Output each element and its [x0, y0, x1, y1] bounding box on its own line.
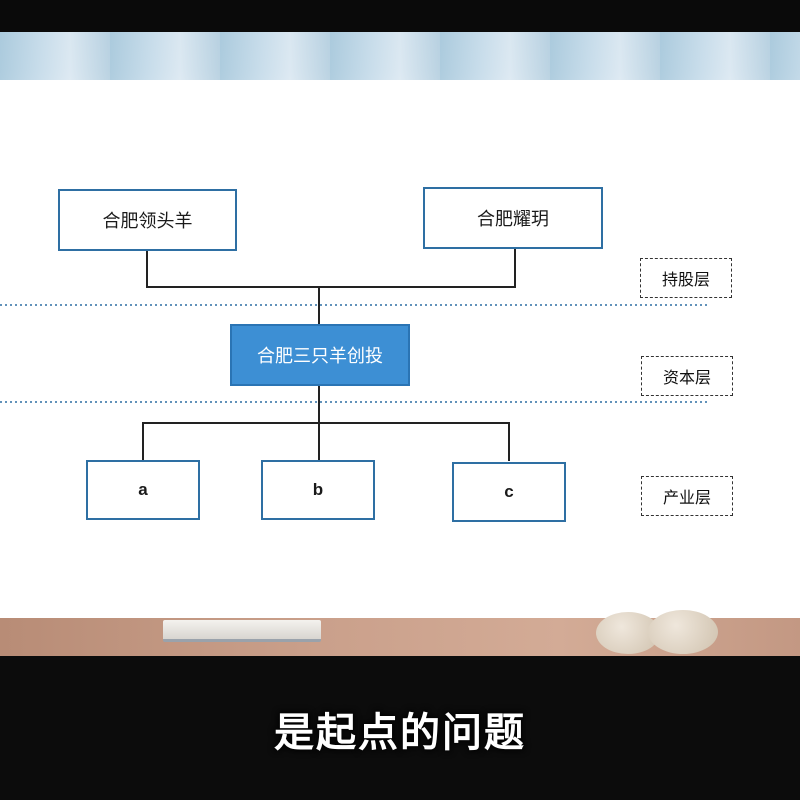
- node-hefei-yaoyue: 合肥耀玥: [423, 187, 603, 249]
- tag-industry-layer: 产业层: [641, 476, 733, 516]
- connector-industry: [143, 423, 509, 461]
- node-b: b: [261, 460, 375, 520]
- node-a: a: [86, 460, 200, 520]
- connector-holding: [147, 249, 515, 287]
- video-subtitle: 是起点的问题: [0, 700, 800, 758]
- node-capital-investment: 合肥三只羊创投: [230, 324, 410, 386]
- tag-holding-layer: 持股层: [640, 258, 732, 298]
- node-hefei-lingtouyang: 合肥领头羊: [58, 189, 237, 251]
- node-c: c: [452, 462, 566, 522]
- tag-capital-layer: 资本层: [641, 356, 733, 396]
